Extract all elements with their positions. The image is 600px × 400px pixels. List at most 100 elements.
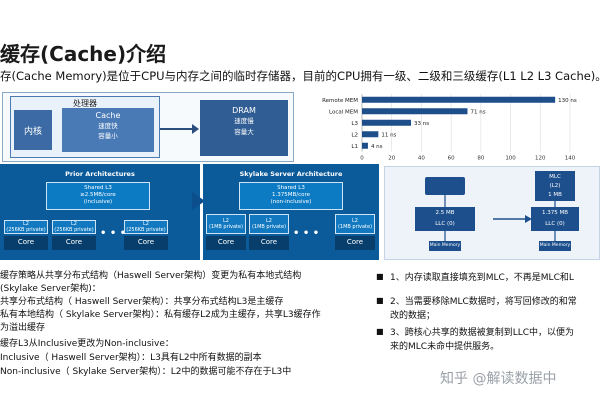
core-chip-icon <box>425 177 465 195</box>
arrow-head-icon <box>192 124 199 134</box>
chart-category-label: Local MEM <box>329 109 358 115</box>
left-text-line: 缓存策略从共享分布式结构（Haswell Server架构）变更为私有本地式结构 <box>0 271 302 281</box>
chart-bar <box>362 131 379 138</box>
chart-value-label: 11 ns <box>381 132 396 138</box>
watermark: 知乎 @解读数据中 <box>440 371 557 387</box>
page-subtitle: 存(Cache Memory)是位于CPU与内存之间的临时存储器，目前的CPU拥… <box>0 69 600 83</box>
chart-bar <box>362 119 412 126</box>
l2-detail: (256KB private) <box>6 227 46 233</box>
l2-label: L2 <box>223 218 229 224</box>
chart-tick-label: 120 <box>535 156 546 162</box>
llc2-line-2: LLC (0) <box>545 221 565 227</box>
dram-line-1: 速度慢 <box>234 117 254 125</box>
chart-value-label: 71 ns <box>470 109 485 115</box>
right-text-item-3: 3、跨核心共享的数据被复制到LLC中，以便为 <box>390 328 575 338</box>
mlc-line-1: MLC <box>549 174 561 180</box>
cache-title: Cache <box>95 111 121 120</box>
llc1-line-2: LLC (0) <box>435 221 455 227</box>
llc-box-2: 1.375 MB LLC (0) <box>531 207 579 231</box>
skylake-l2-box: L2 (1MB private) <box>249 214 289 234</box>
l2-detail: (1MB private) <box>337 224 373 230</box>
llc1-line-1: 2.5 MB <box>435 210 455 216</box>
prior-arch-title: Prior Architectures <box>65 170 135 178</box>
chart-tick-label: 80 <box>477 156 484 162</box>
processor-label: 处理器 <box>73 99 97 108</box>
left-text-line: 私有本地结构（ Skylake Server架构）：私有缓存L2成为主缓存，共享… <box>0 310 321 320</box>
ellipsis-dots: • • • <box>293 228 320 239</box>
chart-value-label: 4 ns <box>371 144 383 150</box>
chart-bar <box>362 108 468 115</box>
right-text-item-3-cont: 来的MLC未命中提供服务。 <box>390 342 500 352</box>
right-text-item-2: 2、当需要移除MLC数据时，将写回修改的和常 <box>390 297 577 307</box>
skylake-l2-box: L2 (1MB private) <box>206 214 246 234</box>
ellipsis-dots: • • • <box>100 228 127 239</box>
bullet-icon: ■ <box>376 272 384 281</box>
arrow-right-icon <box>192 192 205 210</box>
skylake-architecture-panel: Skylake Server Architecture Shared L3 1.… <box>203 164 379 260</box>
prior-l2-box: L2 (256KB private) <box>4 220 48 234</box>
mlc-line-2: (L2) <box>549 183 561 189</box>
bullet-icon: ■ <box>376 296 384 305</box>
chart-tick-label: 40 <box>418 156 425 162</box>
left-text-line: 为溢出缓存 <box>0 323 46 333</box>
l2-label: L2 <box>352 218 358 224</box>
l2-detail: (256KB private) <box>126 227 166 233</box>
bullet-icon: ■ <box>376 327 384 336</box>
l2-label: L2 <box>266 218 272 224</box>
prior-l3-line-1: Shared L3 <box>84 185 112 191</box>
skylake-core-box: Core <box>335 236 375 250</box>
chart-value-label: 33 ns <box>414 121 429 127</box>
skylake-l2-box: L2 (1MB private) <box>335 214 375 234</box>
chart-category-label: Remote MEM <box>322 98 358 104</box>
skylake-l3-line-2: 1.375MB/core <box>271 192 311 198</box>
chart-bar <box>362 142 368 149</box>
prior-l2-box: L2 (256KB private) <box>52 220 96 234</box>
chart-category-label: L1 <box>351 144 358 150</box>
prior-l3-box: Shared L3 ≥2.5MB/core (inclusive) <box>46 182 150 210</box>
cache-line-2: 容量小 <box>98 132 118 140</box>
chart-tick-label: 0 <box>360 156 364 162</box>
skylake-l3-box: Shared L3 1.375MB/core (non-inclusive) <box>239 182 343 210</box>
prior-l2-box: L2 (256KB private) <box>124 220 168 234</box>
skylake-l3-line-3: (non-inclusive) <box>270 199 312 205</box>
main-memory-box-1: Main Memory <box>429 241 461 251</box>
mlc-line-3: 1 MB <box>548 192 562 198</box>
llc-box-1: 2.5 MB LLC (0) <box>415 207 475 231</box>
chart-tick-label: 100 <box>505 156 516 162</box>
left-text-line: (Skylake Server架构)： <box>0 284 101 294</box>
prior-core-box: Core <box>124 236 168 250</box>
chart-tick-label: 60 <box>448 156 455 162</box>
mlc-box: MLC (L2) 1 MB <box>535 171 575 201</box>
skylake-arch-title: Skylake Server Architecture <box>239 170 343 178</box>
prior-core-box: Core <box>52 236 96 250</box>
dram-line-2: 容量大 <box>234 128 254 136</box>
l2-detail: (256KB private) <box>54 227 94 233</box>
skylake-core-box: Core <box>206 236 246 250</box>
prior-architecture-panel: Prior Architectures Shared L3 ≥2.5MB/cor… <box>0 164 200 260</box>
core-box: 内核 <box>14 110 52 150</box>
chart-category-label: L2 <box>351 132 358 138</box>
left-text-line: 缓存L3从Inclusive更改为Non-inclusive： <box>0 339 174 349</box>
prior-core-box: Core <box>4 236 48 250</box>
dram-title: DRAM <box>232 106 256 115</box>
dram-box: DRAM 速度慢 容量大 <box>200 100 288 156</box>
mlc-llc-diagram: 2.5 MB LLC (0) Main Memory MLC (L2) 1 MB… <box>384 166 600 260</box>
l2-label: L2 <box>71 221 77 227</box>
left-text-line: Non-inclusive（ Skylake Server架构）：L2中的数据可… <box>0 367 292 377</box>
skylake-core-box: Core <box>249 236 289 250</box>
cache-line-1: 速度快 <box>98 122 118 130</box>
skylake-l3-line-1: Shared L3 <box>277 185 305 191</box>
chart-tick-label: 20 <box>388 156 395 162</box>
prior-l3-line-2: ≥2.5MB/core <box>80 192 116 198</box>
l2-label: L2 <box>143 221 149 227</box>
left-text-line: 共享分布式结构（ Haswell Server架构）：共享分布式结构L3是主缓存 <box>0 297 284 307</box>
page-title: 缓存(Cache)介绍 <box>0 42 167 66</box>
l2-detail: (1MB private) <box>208 224 244 230</box>
l2-label: L2 <box>23 221 29 227</box>
l2-detail: (1MB private) <box>251 224 287 230</box>
chart-bar <box>362 96 556 103</box>
chart-value-label: 130 ns <box>558 98 577 104</box>
cache-box: Cache 速度快 容量小 <box>62 108 154 152</box>
main-memory-box-2: Main Memory <box>539 241 571 251</box>
chart-category-label: L3 <box>351 121 358 127</box>
